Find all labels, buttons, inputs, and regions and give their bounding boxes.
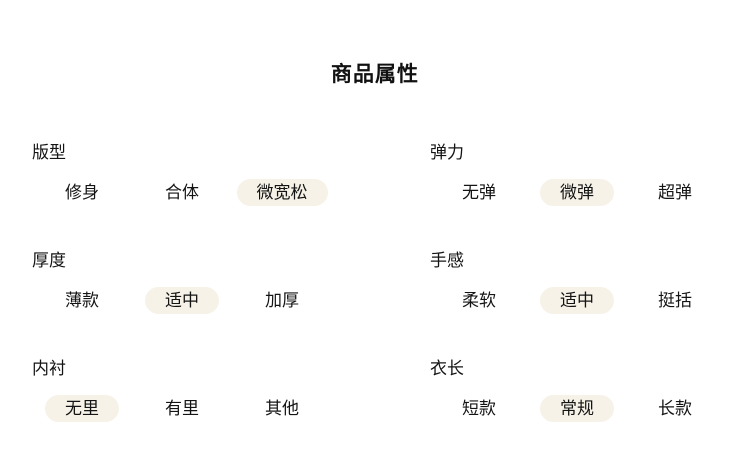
options-row: 无弹 微弹 超弹 — [430, 179, 724, 206]
attribute-group-elasticity: 弹力 无弹 微弹 超弹 — [430, 138, 724, 206]
attributes-grid: 版型 修身 合体 微宽松 弹力 无弹 微弹 超弹 厚度 薄款 适中 加厚 手感 … — [32, 138, 710, 422]
group-label-hand-feel: 手感 — [430, 251, 464, 270]
options-row: 修身 合体 微宽松 — [32, 179, 430, 206]
attribute-option-selected[interactable]: 微宽松 — [236, 179, 328, 206]
attribute-group-lining: 内衬 无里 有里 其他 — [32, 354, 430, 422]
attribute-option[interactable]: 挺括 — [658, 291, 692, 310]
attribute-group-hand-feel: 手感 柔软 适中 挺括 — [430, 246, 724, 314]
attribute-group-fit-type: 版型 修身 合体 微宽松 — [32, 138, 430, 206]
attribute-option[interactable]: 柔软 — [462, 291, 496, 310]
attribute-option[interactable]: 薄款 — [65, 291, 99, 310]
attribute-option-selected[interactable]: 微弹 — [540, 179, 614, 206]
options-row: 无里 有里 其他 — [32, 395, 430, 422]
attribute-option[interactable]: 修身 — [65, 183, 99, 202]
attribute-option[interactable]: 长款 — [658, 399, 692, 418]
options-row: 薄款 适中 加厚 — [32, 287, 430, 314]
group-label-garment-length: 衣长 — [430, 359, 464, 378]
page-title: 商品属性 — [331, 63, 419, 86]
group-label-thickness: 厚度 — [32, 251, 66, 270]
options-row: 短款 常规 长款 — [430, 395, 724, 422]
attribute-option[interactable]: 超弹 — [658, 183, 692, 202]
options-row: 柔软 适中 挺括 — [430, 287, 724, 314]
attribute-option[interactable]: 无弹 — [462, 183, 496, 202]
attribute-option[interactable]: 短款 — [462, 399, 496, 418]
group-label-lining: 内衬 — [32, 359, 66, 378]
attribute-option-selected[interactable]: 无里 — [45, 395, 119, 422]
attribute-option[interactable]: 有里 — [165, 399, 199, 418]
attribute-option[interactable]: 其他 — [265, 399, 299, 418]
attribute-option-selected[interactable]: 适中 — [145, 287, 219, 314]
attribute-group-thickness: 厚度 薄款 适中 加厚 — [32, 246, 430, 314]
attribute-option-selected[interactable]: 适中 — [540, 287, 614, 314]
attribute-option[interactable]: 加厚 — [265, 291, 299, 310]
attribute-option[interactable]: 合体 — [165, 183, 199, 202]
attribute-group-garment-length: 衣长 短款 常规 长款 — [430, 354, 724, 422]
attribute-option-selected[interactable]: 常规 — [540, 395, 614, 422]
group-label-elasticity: 弹力 — [430, 143, 464, 162]
group-label-fit-type: 版型 — [32, 143, 66, 162]
